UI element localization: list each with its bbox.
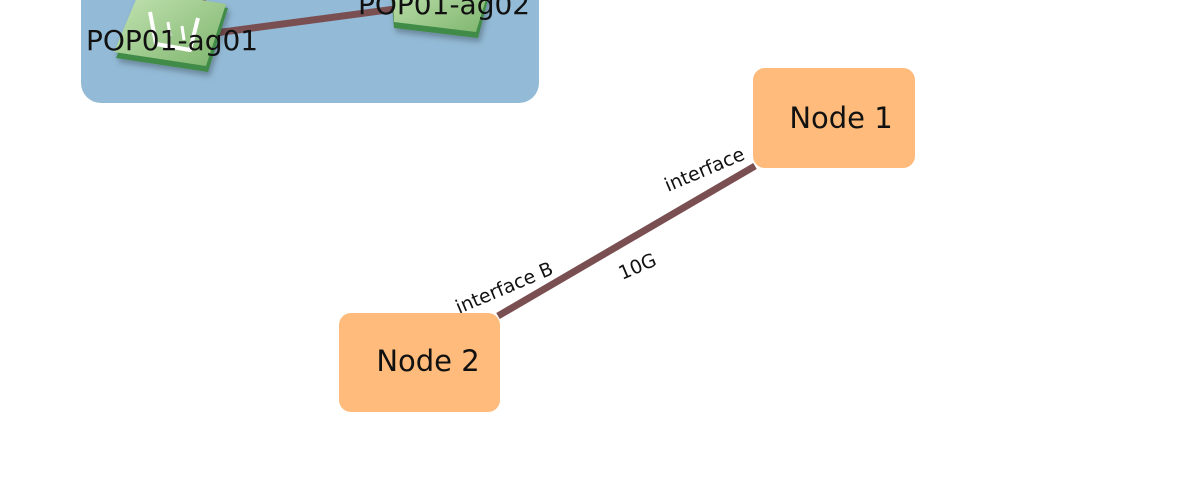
node-box — [753, 68, 915, 168]
node-1[interactable]: Node 1 — [753, 68, 915, 168]
interface-label-source: interface — [661, 143, 748, 196]
device-pop01-ag02[interactable]: POP01-ag02 — [358, 0, 530, 38]
node-2[interactable]: Node 2 — [339, 313, 500, 412]
link-node1-node2[interactable]: interface interface B 10G — [452, 143, 757, 320]
device-label: POP01-ag01 — [86, 24, 258, 57]
node-label: Node 2 — [376, 344, 479, 378]
node-box — [339, 313, 500, 412]
network-switch-icon — [391, 0, 488, 38]
device-pop01-ag01[interactable]: POP01-ag01 — [86, 0, 258, 72]
link-speed-label: 10G — [615, 249, 659, 284]
link-line[interactable] — [496, 162, 757, 320]
node-label: Node 1 — [789, 101, 892, 135]
device-label: POP01-ag02 — [358, 0, 530, 21]
link-ag01-ag02[interactable] — [196, 3, 414, 39]
network-switch-icon — [114, 0, 228, 72]
